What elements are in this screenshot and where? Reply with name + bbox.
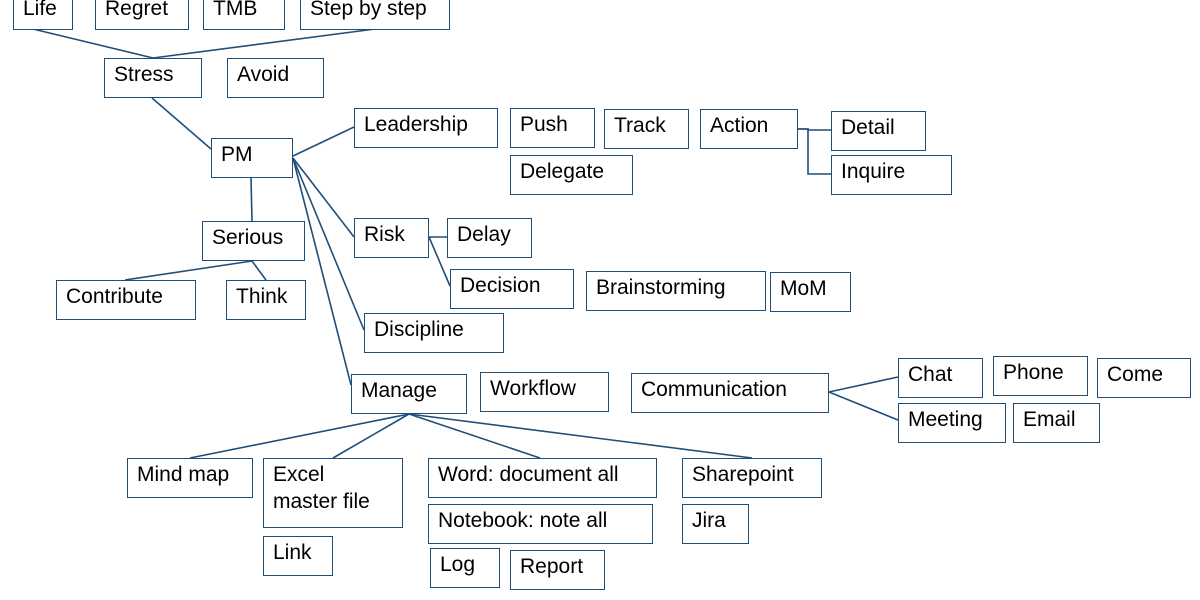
- node-leadership: Leadership: [354, 108, 498, 148]
- edge-communication-to-chat: [828, 376, 899, 393]
- node-meeting: Meeting: [898, 403, 1006, 443]
- node-avoid: Avoid: [227, 58, 324, 98]
- node-decision: Decision: [450, 269, 574, 309]
- node-manage: Manage: [351, 374, 467, 414]
- node-step-by-step: Step by step: [300, 0, 450, 30]
- edge-pm-to-serious: [250, 177, 253, 222]
- node-workflow: Workflow: [480, 372, 609, 412]
- edge-manage-to-word-document-all: [408, 413, 541, 459]
- node-detail: Detail: [831, 111, 926, 151]
- node-report: Report: [510, 550, 605, 590]
- node-brainstorming: Brainstorming: [586, 271, 766, 311]
- node-discipline: Discipline: [364, 313, 504, 353]
- node-jira: Jira: [682, 504, 749, 544]
- edge-action-to-inquire: [798, 128, 831, 175]
- edge-pm-to-manage: [292, 157, 352, 386]
- node-communication: Communication: [631, 373, 829, 413]
- edge-manage-to-sharepoint: [408, 413, 753, 459]
- node-action: Action: [700, 109, 798, 149]
- edge-manage-to-excel-master-file: [332, 413, 410, 459]
- node-log: Log: [430, 548, 500, 588]
- edge-pm-to-discipline: [292, 157, 365, 331]
- edge-life-to-stress: [32, 28, 154, 59]
- edge-stress-to-pm: [151, 97, 212, 150]
- node-tmb: TMB: [203, 0, 285, 30]
- node-chat: Chat: [898, 358, 983, 398]
- edge-serious-to-think: [251, 260, 267, 281]
- edge-serious-to-contribute: [124, 260, 253, 281]
- node-sharepoint: Sharepoint: [682, 458, 822, 498]
- node-excel-master-file: Excel master file: [263, 458, 403, 528]
- node-email: Email: [1013, 403, 1100, 443]
- edge-risk-to-decision: [428, 236, 451, 287]
- node-risk: Risk: [354, 218, 429, 258]
- node-think: Think: [226, 280, 306, 320]
- edge-manage-to-mind-map: [189, 413, 410, 459]
- node-inquire: Inquire: [831, 155, 952, 195]
- edge-step-by-step-to-stress: [152, 28, 376, 59]
- edge-pm-to-risk: [292, 157, 355, 238]
- node-contribute: Contribute: [56, 280, 196, 320]
- node-word-document-all: Word: document all: [428, 458, 657, 498]
- node-stress: Stress: [104, 58, 202, 98]
- node-delegate: Delegate: [510, 155, 633, 195]
- edge-pm-to-leadership: [292, 126, 355, 157]
- edge-communication-to-meeting: [828, 391, 899, 421]
- node-delay: Delay: [447, 218, 532, 258]
- node-come: Come: [1097, 358, 1191, 398]
- node-track: Track: [604, 109, 689, 149]
- node-serious: Serious: [202, 221, 305, 261]
- node-pm: PM: [211, 138, 293, 178]
- node-push: Push: [510, 108, 595, 148]
- node-life: Life: [13, 0, 73, 30]
- node-notebook-note-all: Notebook: note all: [428, 504, 653, 544]
- node-mind-map: Mind map: [127, 458, 253, 498]
- node-regret: Regret: [95, 0, 189, 30]
- node-phone: Phone: [993, 356, 1088, 396]
- node-mom: MoM: [770, 272, 851, 312]
- node-link: Link: [263, 536, 333, 576]
